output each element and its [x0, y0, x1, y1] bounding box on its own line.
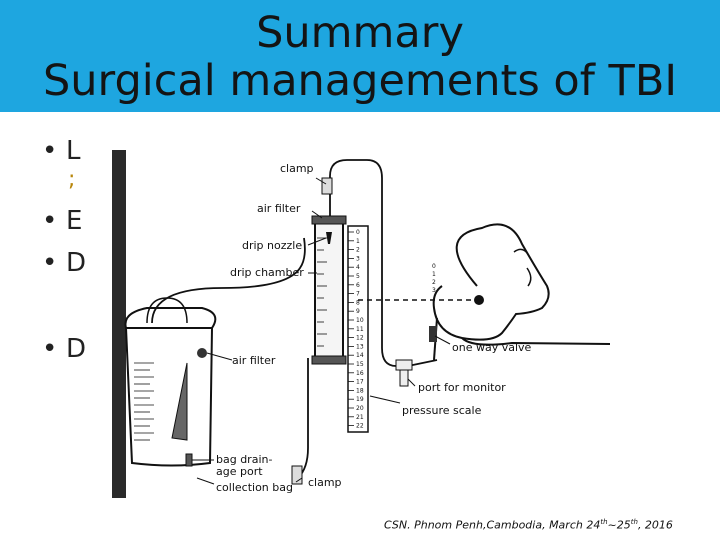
drip-chamber-base — [311, 355, 347, 365]
tube-top — [329, 159, 408, 367]
bag-air-filter — [197, 348, 207, 358]
footer-mid: ~25 — [607, 518, 631, 532]
scale-tick-label: 1 — [356, 238, 360, 245]
scale-tick-label: 10 — [356, 317, 364, 324]
label-drip-chamber: drip chamber — [230, 266, 304, 279]
bullet-item: •L — [42, 136, 81, 166]
title-banner: Summary Surgical managements of TBI — [0, 0, 720, 112]
label-drip-nozzle: drip nozzle — [242, 239, 302, 252]
bullet-dot: • — [42, 206, 58, 236]
scale-tick-label: 17 — [356, 379, 364, 386]
head-scale-marks: 01 23 — [432, 263, 436, 294]
scale-tick-label: 22 — [356, 423, 364, 430]
stopcock-port — [395, 359, 413, 371]
bullet-dot: • — [42, 248, 58, 278]
svg-text:0: 0 — [432, 263, 436, 270]
bullet-text: L — [66, 136, 81, 166]
tube-lower — [297, 358, 309, 479]
label-one-way-valve: one way valve — [452, 341, 532, 354]
footer-prefix: CSN. Phnom Penh,Cambodia, March 24 — [384, 518, 601, 532]
label-collection-bag: collection bag — [216, 481, 293, 494]
tube-to-valve — [407, 359, 438, 367]
lower-clamp — [291, 465, 303, 485]
slide-subtitle: Surgical managements of TBI — [43, 56, 677, 106]
label-clamp-top: clamp — [280, 162, 314, 175]
label-bag-drainage-1: bag drain- — [216, 453, 272, 466]
footer-sup1: th — [600, 518, 608, 526]
label-air-filter: air filter — [257, 202, 301, 215]
leader-lines — [295, 177, 451, 483]
patient-shoulder — [461, 337, 610, 346]
slide-title: Summary — [256, 8, 464, 58]
bag-wedge — [171, 362, 188, 441]
scale-tick-label: 11 — [356, 326, 364, 333]
top-clamp — [321, 177, 333, 195]
scale-tick-label: 5 — [356, 273, 360, 280]
label-bag-drainage-2: age port — [216, 465, 263, 478]
footer-suffix: , 2016 — [637, 518, 673, 532]
scale-tick-label: 0 — [356, 229, 360, 236]
scale-tick-label: 14 — [356, 352, 364, 359]
scale-tick-label: 19 — [356, 396, 364, 403]
scale-tick-label: 12 — [356, 335, 364, 342]
scale-tick-label: 16 — [356, 370, 364, 377]
bullet-text: D — [66, 334, 87, 364]
scale-tick-label: 18 — [356, 387, 364, 394]
bag-top — [124, 307, 217, 329]
label-pressure-scale: pressure scale — [402, 404, 482, 417]
scale-tick-label: 8 — [356, 299, 360, 306]
bullet-item: •D — [42, 248, 86, 278]
bag-drainage-port — [185, 453, 193, 467]
scale-tick-label: 7 — [356, 291, 360, 298]
scale-tick-label: 9 — [356, 308, 360, 315]
patient-head — [432, 223, 550, 341]
bullet-dot: • — [42, 334, 58, 364]
tube-to-chamber — [151, 237, 306, 324]
collection-bag-shape — [124, 327, 214, 467]
scale-tick-label: 3 — [356, 255, 360, 262]
figure-edge — [112, 150, 126, 498]
label-clamp-bottom: clamp — [308, 476, 342, 489]
semicolon-text: ; — [68, 167, 76, 192]
scale-tick-label: 2 — [356, 247, 360, 254]
drip-nozzle — [326, 232, 332, 244]
one-way-valve-body — [429, 326, 437, 342]
bag-graduations — [134, 362, 154, 441]
scale-tick-label: 13 — [356, 343, 364, 350]
scale-tick-label: 20 — [356, 405, 364, 412]
svg-text:3: 3 — [432, 287, 436, 294]
bullet-item: •E — [42, 206, 82, 236]
scale-tick-label: 4 — [356, 264, 360, 271]
svg-text:2: 2 — [432, 279, 436, 286]
bullet-text: D — [66, 248, 87, 278]
svg-text:1: 1 — [432, 271, 436, 278]
bullet-dot: • — [42, 136, 58, 166]
scale-tick-label: 15 — [356, 361, 364, 368]
drip-chamber-cap — [311, 215, 347, 225]
footer-credit: CSN. Phnom Penh,Cambodia, March 24th~25t… — [384, 518, 673, 532]
bullet-text: E — [66, 206, 83, 236]
drip-chamber-marks — [317, 237, 327, 347]
scale-tick-label: 6 — [356, 282, 360, 289]
bullet-item: •D — [42, 334, 86, 364]
scale-tick-label: 21 — [356, 414, 364, 421]
footer-sup2: th — [630, 518, 638, 526]
label-port-for-monitor: port for monitor — [418, 381, 506, 394]
label-air-filter-bag: air filter — [232, 354, 276, 367]
